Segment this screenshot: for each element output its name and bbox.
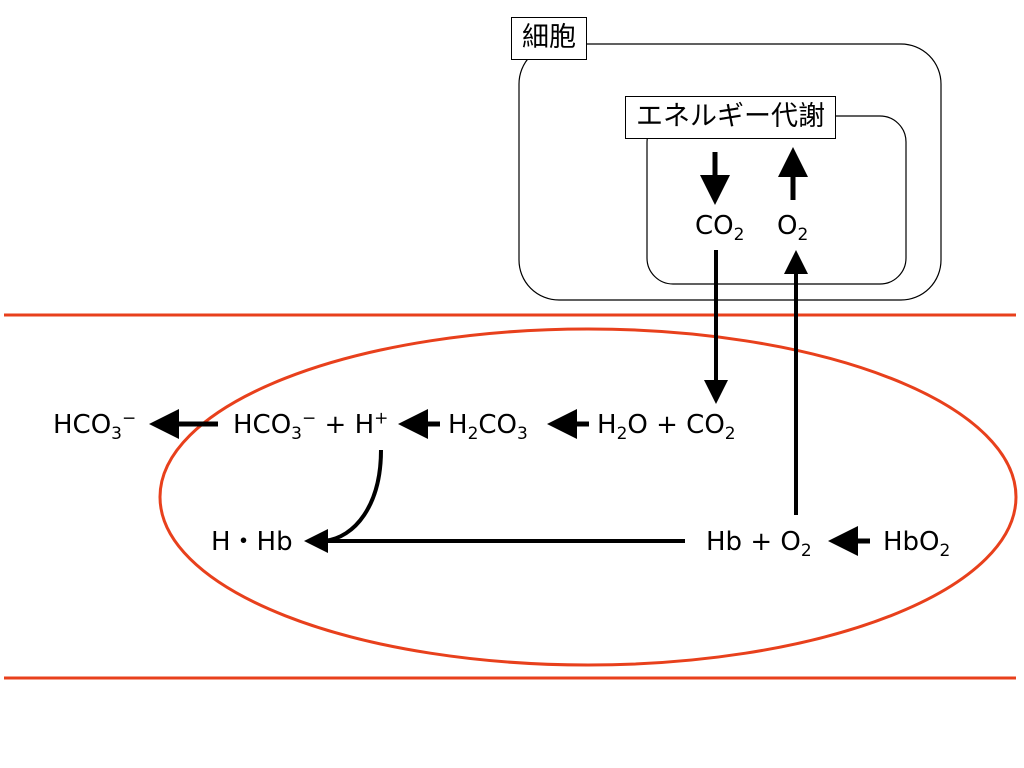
- hco3-h-b-sup: +: [374, 408, 389, 429]
- h2o-co2-label: H2O + CO2: [597, 410, 736, 442]
- hco3-h-a: HCO: [233, 410, 292, 440]
- o2-top-sub: 2: [797, 224, 809, 245]
- co2-top-label: CO2: [695, 211, 744, 243]
- metabolism-label: エネルギー代謝: [625, 96, 836, 139]
- h2co3-a-sub: 2: [467, 423, 479, 444]
- h2o-co2-b: O + CO: [627, 410, 725, 440]
- hco3-out-base: HCO: [53, 410, 112, 440]
- metabolism-outline: [646, 115, 907, 285]
- h2co3-label: H2CO3: [448, 410, 528, 442]
- h-hb-label: H・Hb: [211, 529, 293, 555]
- h2o-co2-a: H: [597, 410, 617, 440]
- red-blood-cell: [158, 327, 1018, 667]
- h2o-co2-b-sub: 2: [724, 423, 736, 444]
- hco3-h-label: HCO3− + H+: [233, 408, 389, 442]
- hbo2-label: HbO2: [883, 527, 950, 559]
- hco3-out-label: HCO3−: [53, 408, 137, 442]
- co2-top-base: CO: [695, 211, 734, 241]
- cell-label-text: 細胞: [522, 22, 576, 53]
- hbo2-base: HbO: [883, 527, 940, 557]
- hco3-out-sup: −: [122, 408, 137, 429]
- hb-o2-sub: 2: [800, 540, 812, 561]
- h2co3-b: CO: [478, 410, 518, 440]
- h2co3-b-sub: 3: [517, 423, 528, 444]
- arrow-h-plus-to-hhb: [323, 449, 383, 543]
- h2co3-a: H: [448, 410, 468, 440]
- o2-top-base: O: [777, 211, 798, 241]
- hbo2-sub: 2: [939, 540, 951, 561]
- h-hb-text: H・Hb: [211, 527, 293, 557]
- hco3-h-mid: + H: [316, 410, 375, 440]
- hb-o2-label: Hb + O2: [706, 527, 812, 559]
- h2o-co2-a-sub: 2: [616, 423, 628, 444]
- co2-top-sub: 2: [733, 224, 745, 245]
- hco3-out-sub: 3: [111, 423, 122, 444]
- o2-top-label: O2: [777, 211, 808, 243]
- hco3-h-a-sub: 3: [291, 423, 302, 444]
- metabolism-label-text: エネルギー代謝: [636, 101, 825, 132]
- cell-label: 細胞: [511, 17, 587, 60]
- hb-o2-base: Hb + O: [706, 527, 801, 557]
- cell-outline: [518, 43, 942, 301]
- hco3-h-a-sup: −: [302, 408, 317, 429]
